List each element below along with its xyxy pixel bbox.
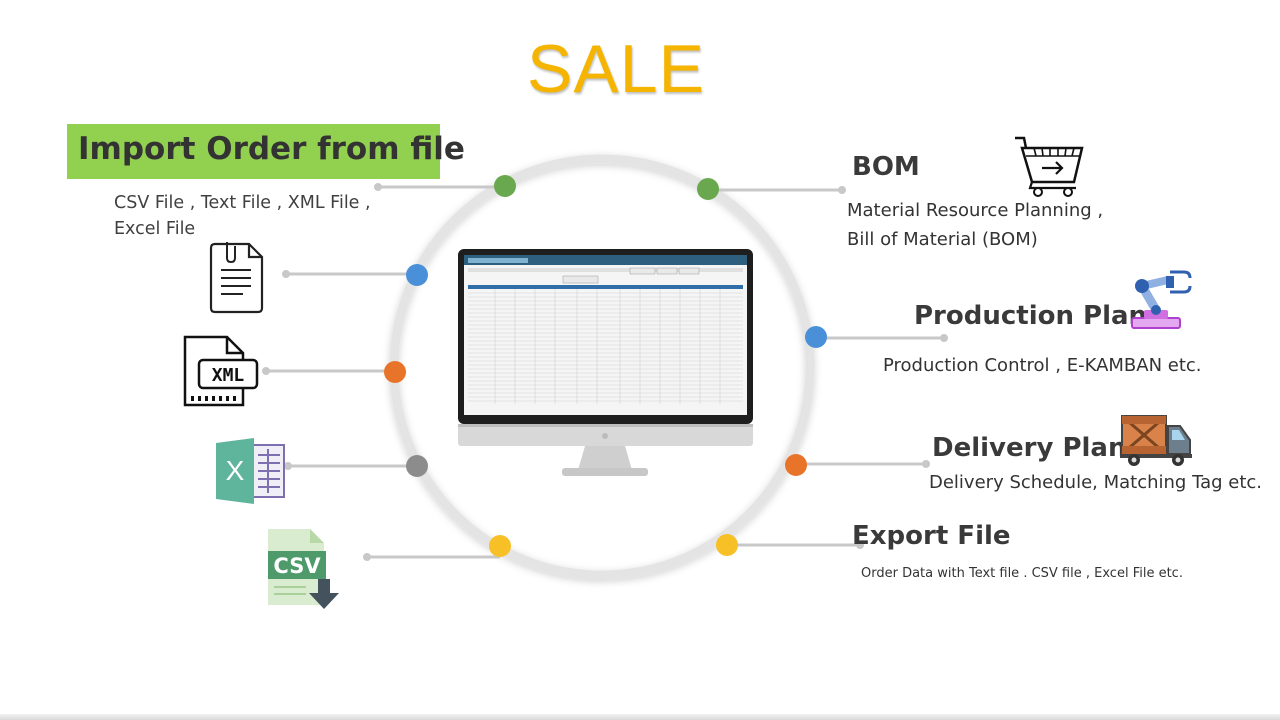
bom-desc-line2: Bill of Material (BOM) [847,229,1038,250]
export-desc: Order Data with Text file . CSV file , E… [861,566,1183,581]
shopping-cart-icon [1015,136,1084,197]
import-heading: Import Order from file [78,131,465,167]
xml-label: XML [212,365,245,386]
import-desc-line1: CSV File , Text File , XML File , [114,193,371,213]
import-heading-box [67,124,440,179]
footer-divider [0,714,1280,720]
xml-file-icon: XML [183,335,259,407]
delivery-heading: Delivery Plan [932,433,1127,463]
production-heading: Production Plan [914,301,1148,331]
left-connector-dots [262,183,382,561]
import-description: CSV File , Text File , XML File , Excel … [114,190,404,242]
delivery-desc: Delivery Schedule, Matching Tag etc. [929,472,1263,493]
right-connector-dots [838,186,948,549]
right-connectors [708,188,944,547]
page-title: SALE [527,31,705,107]
left-connectors [266,185,505,559]
monitor [458,249,753,476]
import-desc-line2: Excel File [114,219,196,239]
ring-nodes [384,175,827,557]
export-heading: Export File [852,521,1011,551]
robot-arm-icon [1131,270,1192,329]
excel-file-icon: X [216,438,285,504]
production-desc: Production Control , E-KAMBAN etc. [883,355,1202,376]
excel-label: X [226,455,245,486]
delivery-truck-icon [1120,414,1192,466]
bom-desc-line1: Material Resource Planning , [847,200,1104,221]
csv-file-icon: CSV [268,529,339,609]
csv-label: CSV [273,554,321,578]
bom-heading: BOM [852,152,920,182]
text-file-icon [209,242,264,314]
